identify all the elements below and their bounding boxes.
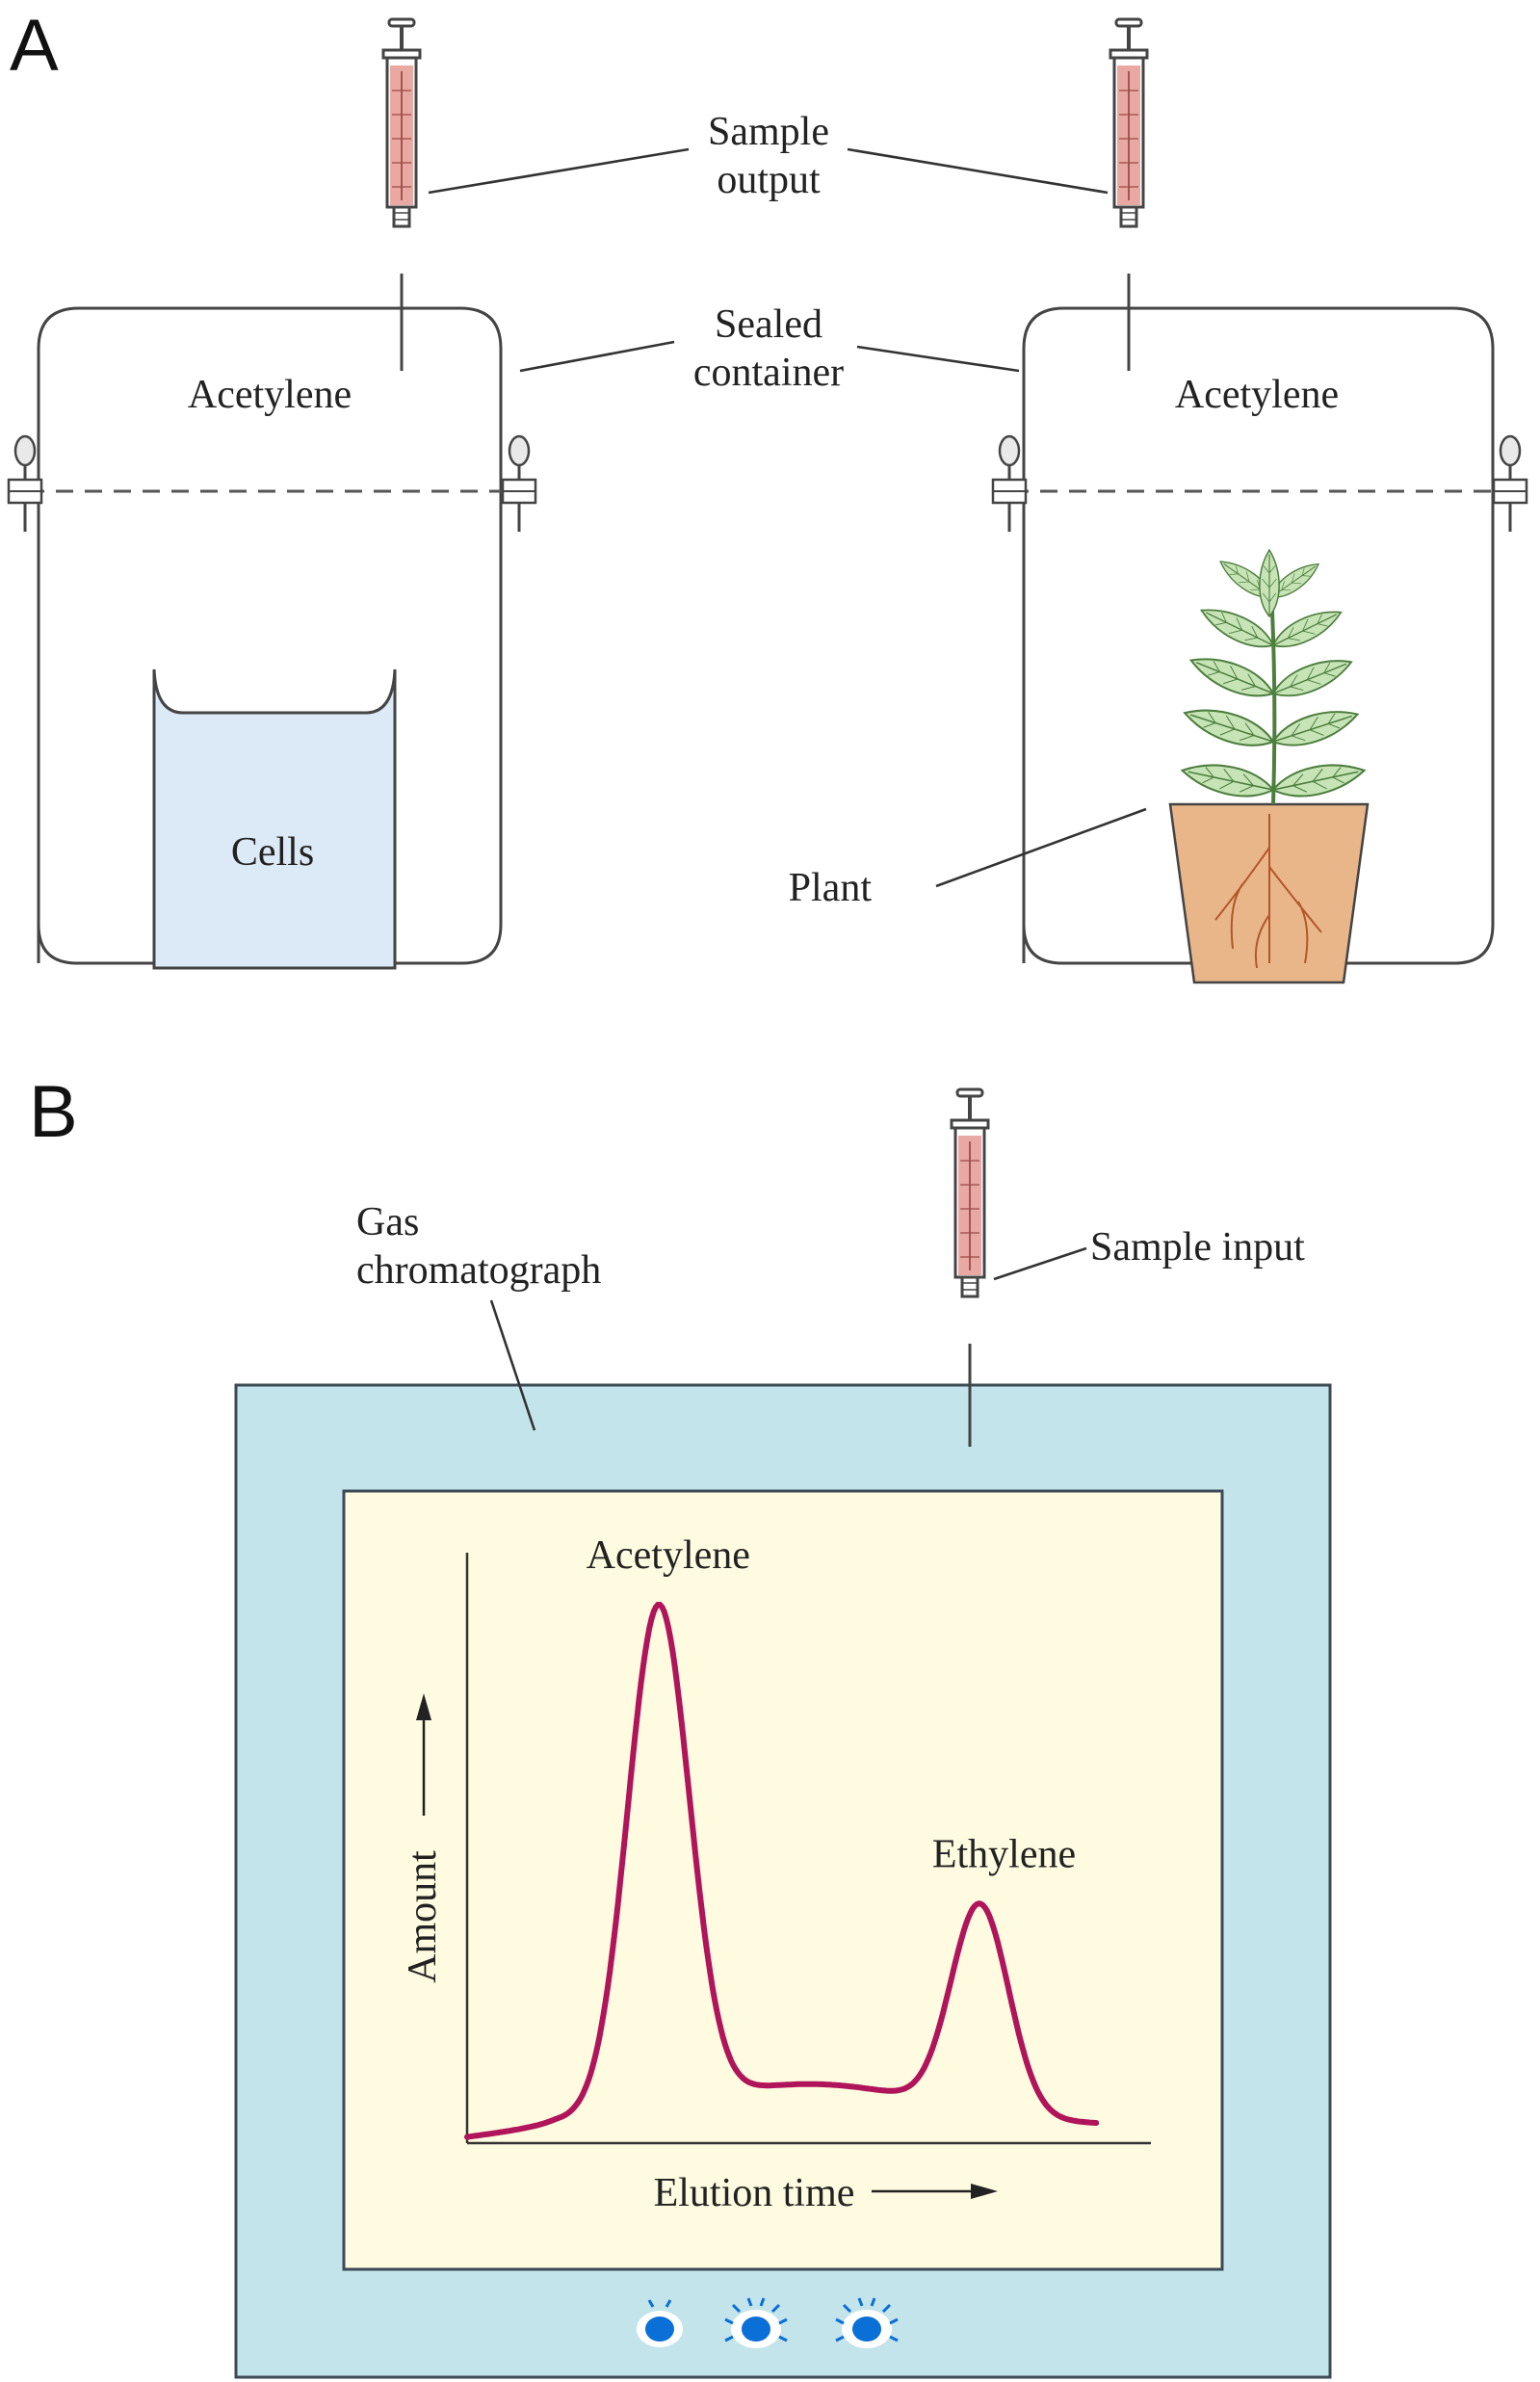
plant-label: Plant <box>789 866 873 910</box>
chromatogram-trace <box>464 1601 1100 2140</box>
sample-input-label: Sample input <box>1090 1225 1305 1270</box>
right-syringe-icon <box>1109 17 1149 228</box>
plant-in-pot <box>1168 549 1370 984</box>
sealed-container-leader-right <box>856 345 1020 373</box>
indicator-light-2-icon <box>724 2297 788 2348</box>
sealed-container-label-line1: Sealed <box>715 302 822 347</box>
y-axis-label: Amount <box>401 1850 445 1983</box>
right-container-right-clip-icon <box>1492 434 1528 534</box>
indicator-light-1-icon <box>637 2299 683 2347</box>
x-axis-label: Elution time <box>654 2171 855 2215</box>
right-container-left-clip-icon <box>991 434 1028 534</box>
gas-chromatograph-leader <box>489 1299 536 1431</box>
indicator-light-3-icon <box>835 2297 899 2348</box>
gas-chromatograph-label-line2: chromatograph <box>356 1248 601 1293</box>
chromatogram: Acetylene Ethylene Amount Elution time <box>401 1533 1151 2215</box>
sample-input-leader <box>993 1246 1087 1281</box>
sample-output-label-line2: output <box>717 158 821 202</box>
sample-output-leader-right <box>847 147 1109 195</box>
cells-beaker: Cells <box>152 668 397 970</box>
y-axis-arrow-icon <box>416 1693 431 1720</box>
sample-output-label-line1: Sample <box>708 110 829 154</box>
left-syringe-icon <box>381 17 422 228</box>
sample-output-leader-left <box>428 147 690 195</box>
right-latch-clip-icon <box>501 434 537 534</box>
left-syringe <box>381 17 422 371</box>
left-container-gas-label: Acetylene <box>188 373 352 417</box>
panel-letter-a: A <box>10 5 59 87</box>
input-syringe-icon <box>950 1087 990 1298</box>
panel-letter-b: B <box>29 1071 78 1153</box>
gas-chromatograph <box>234 1383 1332 2379</box>
peak-label-acetylene: Acetylene <box>587 1533 750 1578</box>
indicator-lights <box>637 2297 899 2348</box>
gas-chromatograph-label-line1: Gas <box>356 1200 419 1244</box>
display-screen <box>342 1489 1224 2271</box>
cells-label: Cells <box>231 830 314 875</box>
sealed-container-label-line2: container <box>693 351 844 395</box>
right-container-gas-label: Acetylene <box>1175 373 1339 417</box>
plant-leader <box>935 807 1147 888</box>
sealed-container-leader-left <box>519 340 675 373</box>
peak-label-ethylene: Ethylene <box>932 1832 1076 1876</box>
right-syringe <box>1109 17 1149 371</box>
left-latch-clip-icon <box>7 434 43 534</box>
x-axis-arrow-icon <box>971 2184 998 2199</box>
input-syringe <box>950 1087 990 1447</box>
